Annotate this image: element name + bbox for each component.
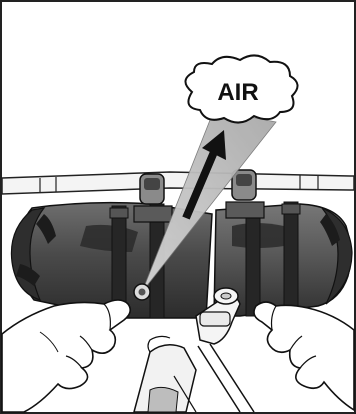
cloud-bubble-icon: AIR [184, 54, 299, 124]
valve-icon [133, 283, 151, 301]
bag-left [10, 201, 213, 319]
bag-right [213, 201, 353, 317]
mount-clamp-right [225, 169, 265, 219]
bike-stem [133, 287, 255, 413]
hand-right [253, 301, 355, 412]
up-arrow-icon [182, 130, 226, 220]
air-callout-text: AIR [217, 79, 258, 106]
hand-left [1, 299, 132, 413]
mount-clamp-left [133, 173, 173, 223]
